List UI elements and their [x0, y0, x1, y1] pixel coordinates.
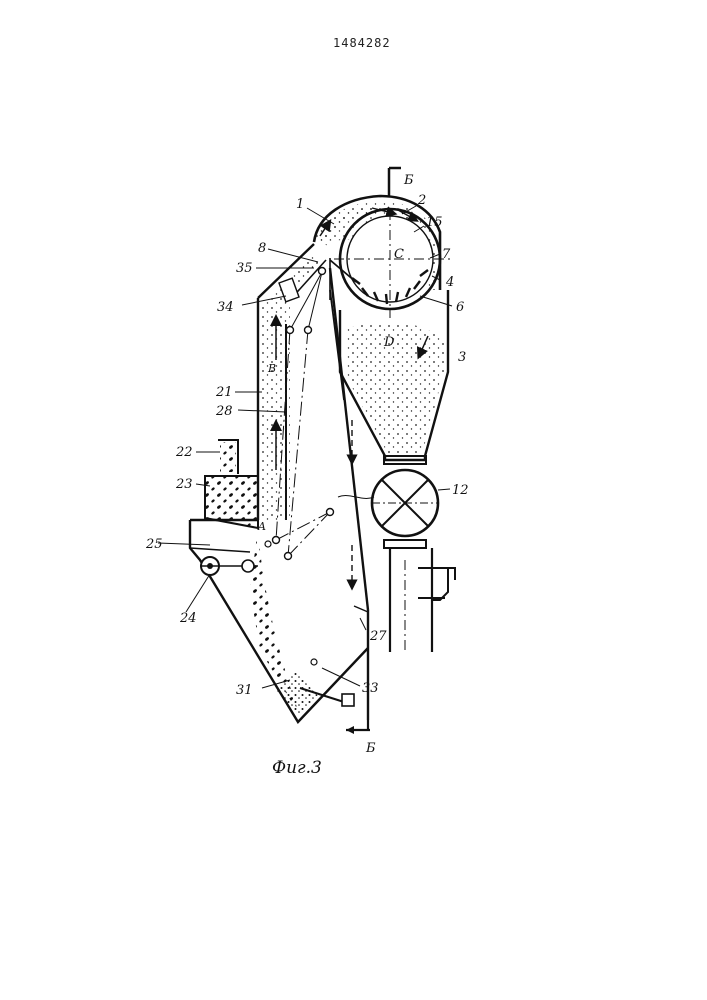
label-25: 25: [145, 537, 163, 552]
label-1: 1: [296, 197, 304, 212]
label-7: 7: [442, 247, 451, 262]
label-22: 22: [175, 445, 193, 460]
label-23: 23: [175, 477, 193, 492]
zone-c: C: [394, 247, 404, 262]
label-8: 8: [258, 241, 266, 256]
label-4: 4: [445, 275, 454, 290]
feed-hopper: [205, 440, 258, 528]
rotary-feeder: [372, 456, 455, 652]
section-mark-top: [389, 168, 401, 196]
label-12: 12: [452, 483, 469, 498]
label-3: 3: [458, 350, 466, 365]
label-27: 27: [369, 629, 387, 644]
label-21: 21: [215, 385, 233, 400]
section-label-top: Б: [403, 173, 414, 188]
figure-caption: Фиг.3: [272, 758, 322, 778]
zone-a: A: [257, 520, 266, 533]
label-34: 34: [217, 300, 234, 315]
label-31: 31: [236, 683, 253, 698]
hopper-right: [340, 290, 448, 460]
label-35: 35: [236, 261, 253, 276]
label-33: 33: [362, 681, 379, 696]
section-mark-bottom: [346, 720, 370, 734]
lower-bunker: [190, 520, 368, 722]
zone-d: D: [383, 335, 395, 350]
label-6: 6: [456, 300, 464, 315]
zone-b: B: [267, 362, 276, 375]
section-label-bottom: Б: [365, 741, 376, 756]
label-24: 24: [179, 611, 197, 626]
label-28: 28: [215, 404, 233, 419]
label-2: 2: [417, 193, 426, 208]
label-15: 15: [426, 215, 443, 230]
